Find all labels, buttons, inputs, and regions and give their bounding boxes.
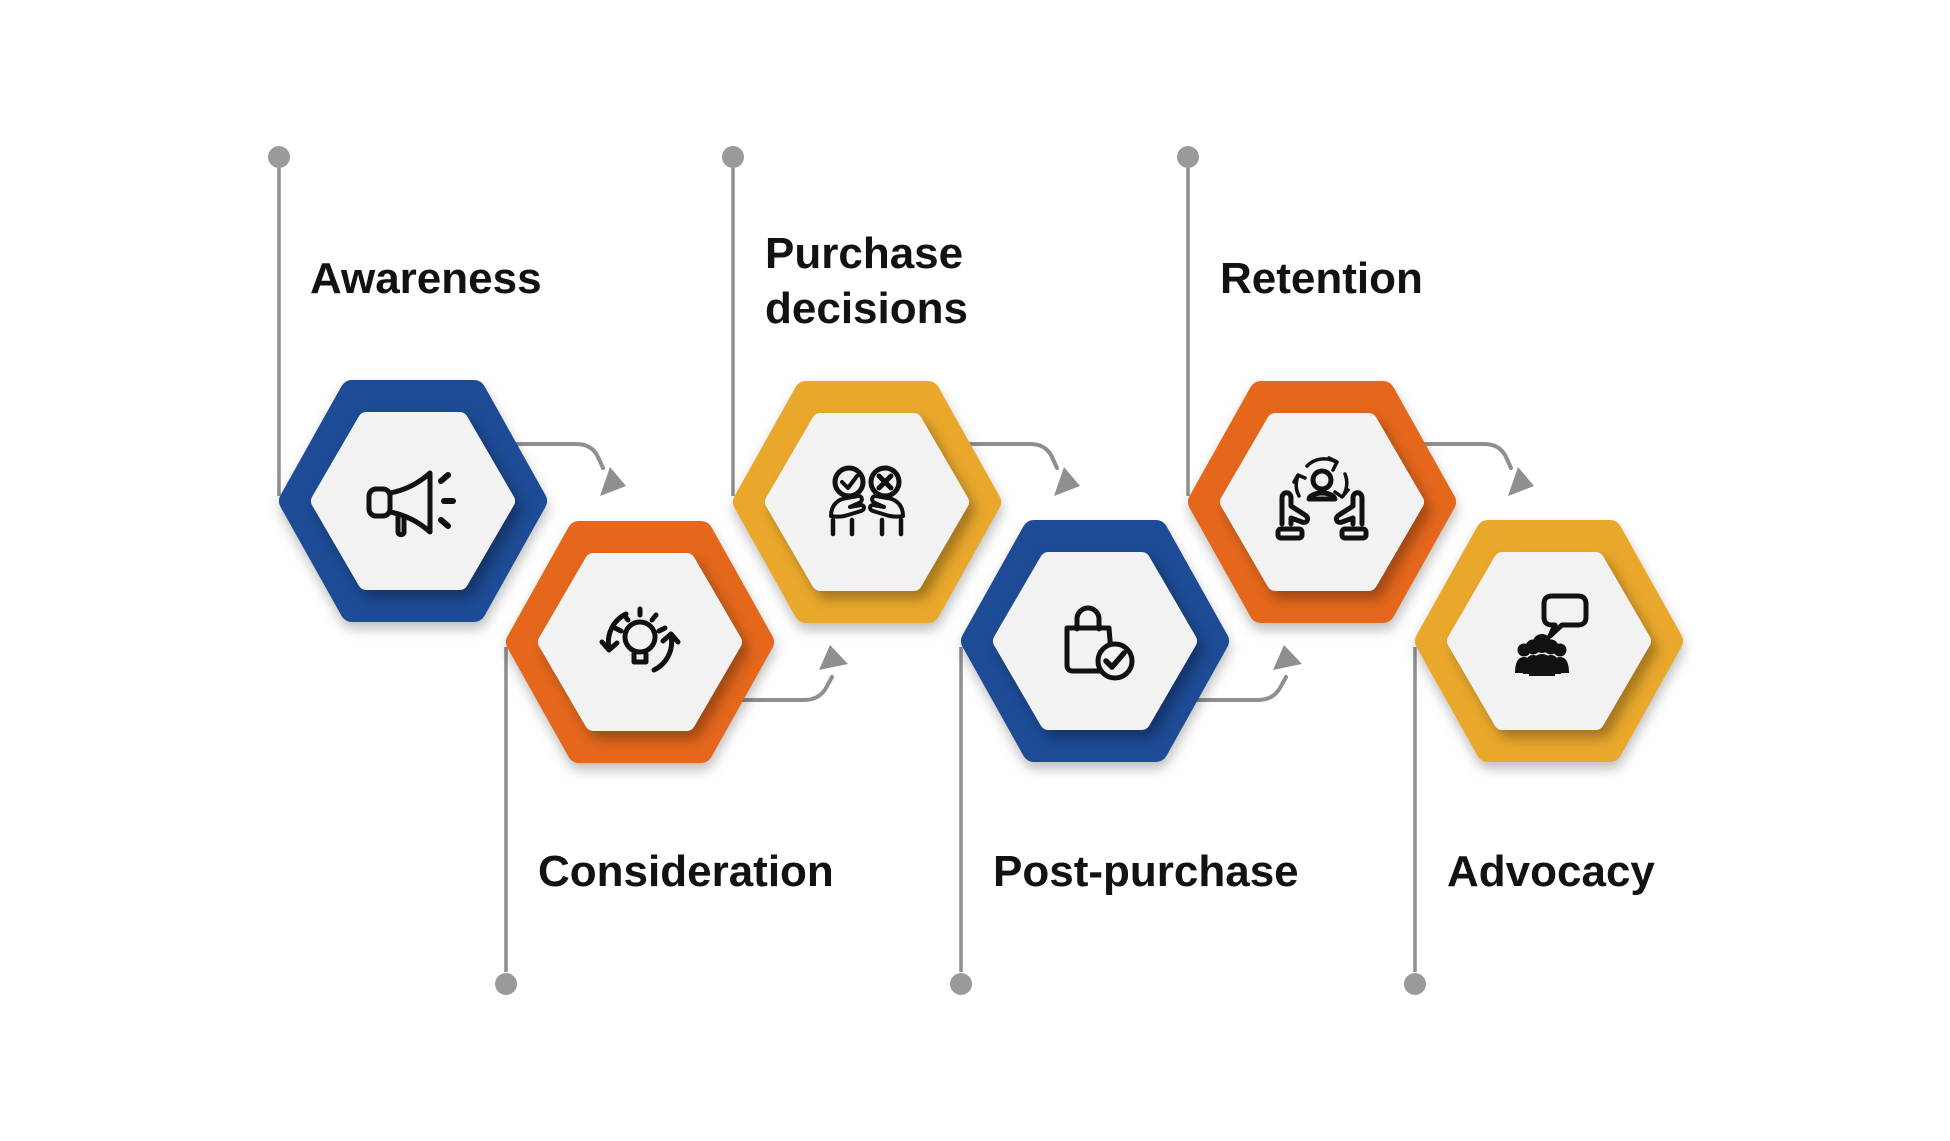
timeline-dot-top-2 [722,146,744,168]
hexagon-inner [993,552,1197,730]
approve-reject-hands-icon [829,465,905,537]
advocacy-people-speech-icon [1515,593,1589,676]
arrow-head-3-4 [1054,467,1080,496]
hex-step-purchase-decisions [717,362,1017,642]
flow-arrow-1-2 [510,442,605,470]
timeline-dot-top-1 [268,146,290,168]
hexagon-inner [538,553,742,731]
guide-lines [277,168,1417,972]
timeline-dot-bottom-2 [950,973,972,995]
step-label-post-purchase: Post-purchase [993,847,1299,896]
hex-step-advocacy [1399,501,1699,781]
arrow-head-1-2 [600,467,626,496]
megaphone-icon [366,470,456,538]
step-label-purchase-decisions: Purchase decisions [765,229,968,333]
flow-arrows [510,442,1513,702]
hex-step-consideration [490,502,790,782]
hex-step-awareness [263,361,563,641]
step-label-consideration: Consideration [538,847,834,896]
arrow-head-2-3 [819,645,848,670]
timeline-dot-top-3 [1177,146,1199,168]
flow-arrow-4-5 [1188,675,1288,702]
hex-step-retention [1172,362,1472,642]
timeline-dot-bottom-3 [1404,973,1426,995]
flow-arrow-heads [600,467,1534,670]
step-label-awareness: Awareness [310,254,542,303]
flow-arrow-2-3 [736,675,834,702]
timeline-dot-bottom-1 [495,973,517,995]
arrow-head-4-5 [1273,645,1302,670]
flow-arrow-5-6 [1414,442,1513,470]
step-label-advocacy: Advocacy [1447,847,1655,896]
step-label-retention: Retention [1220,254,1423,303]
hexagon-inner [311,412,515,590]
idea-cycle-icon [599,606,681,673]
timeline-dots [268,146,1426,995]
hexagon-inner [765,413,969,591]
hexagon-inner [1220,413,1424,591]
arrow-head-5-6 [1508,467,1534,496]
customer-care-icon [1275,456,1369,541]
flow-arrow-3-4 [960,442,1059,470]
hex-step-post-purchase [945,501,1245,781]
shopping-bag-check-icon [1064,605,1135,681]
